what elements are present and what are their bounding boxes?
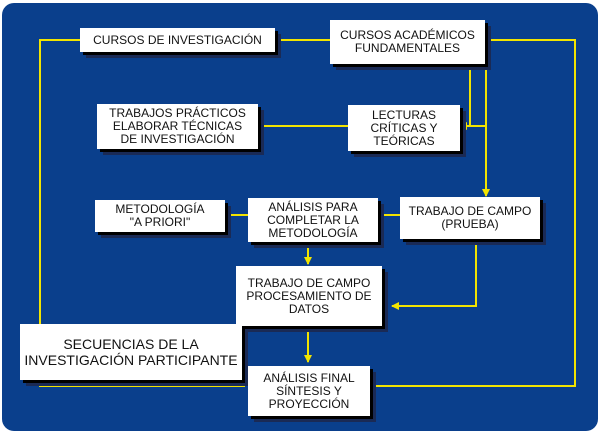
node-metodologia-a-priori: METODOLOGÍA "A PRIORI" bbox=[95, 200, 225, 232]
node-analisis-final: ANÁLISIS FINAL SÍNTESIS Y PROYECCIÓN bbox=[248, 366, 370, 416]
node-cursos-academicos: CURSOS ACADÉMICOS FUNDAMENTALES bbox=[330, 20, 485, 64]
arrow-academicos-lecturas bbox=[459, 65, 486, 130]
node-lecturas: LECTURAS CRÍTICAS Y TEÓRICAS bbox=[348, 105, 460, 151]
node-trabajos-practicos: TRABAJOS PRÁCTICOS ELABORAR TÉCNICAS DE … bbox=[97, 104, 258, 149]
outer-loop-line bbox=[39, 39, 245, 387]
node-secuencias-investigacion: SECUENCIAS DE LA INVESTIGACIÓN PARTICIPA… bbox=[20, 324, 242, 380]
node-analisis-para-completar: ANÁLISIS PARA COMPLETAR LA METODOLOGÍA bbox=[248, 198, 378, 242]
node-trabajo-campo-procesamiento: TRABAJO DE CAMPO PROCESAMIENTO DE DATOS bbox=[236, 266, 382, 326]
node-trabajo-campo-prueba: TRABAJO DE CAMPO (PRUEBA) bbox=[400, 197, 540, 239]
arrow-campo-procesamiento bbox=[391, 240, 477, 310]
right-loop-line bbox=[350, 39, 576, 387]
node-cursos-investigacion: CURSOS DE INVESTIGACIÓN bbox=[80, 28, 275, 52]
